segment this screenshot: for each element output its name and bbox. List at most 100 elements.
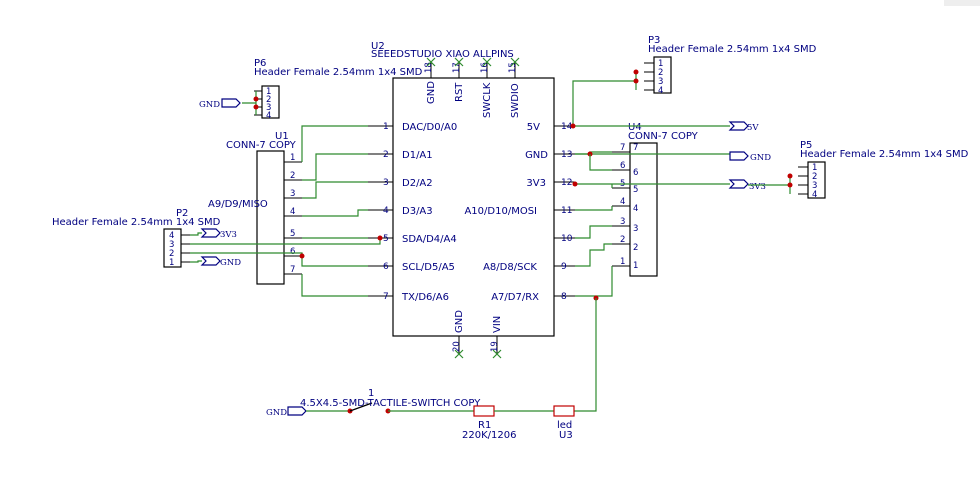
u2-pin-10-num: 10: [561, 234, 573, 244]
u2-pin-18-label: GND: [426, 81, 437, 104]
u4-pin-6: 6: [620, 161, 625, 171]
u4-pin-3: 3: [620, 217, 625, 227]
u2-right-pins: 14 13 12 11 10 9 8 5V GND 3V3 A10/D10/MO…: [464, 122, 575, 303]
u2-pin-8-num: 8: [561, 292, 567, 302]
a9-d9-miso-label: A9/D9/MISO: [208, 199, 268, 210]
u2-pin-4-num: 4: [383, 206, 389, 216]
u4-pin-5-inner: 5: [633, 185, 638, 195]
u4-pin-3-inner: 3: [633, 224, 638, 234]
u4-pin-4-inner: 4: [633, 204, 638, 214]
u2-pin-12-label: 3V3: [526, 178, 546, 189]
u2-pin-9-label: A8/D8/SCK: [483, 262, 537, 273]
p2-pin-2: 2: [169, 249, 174, 259]
led-value: led: [557, 420, 572, 431]
u4-name: CONN-7 COPY: [628, 131, 699, 142]
u2-pin-2-num: 2: [383, 150, 389, 160]
5v-label: 5V: [747, 123, 759, 133]
u2-pin-2-label: D1/A1: [402, 150, 433, 161]
p6-gnd-port: [221, 98, 241, 108]
u2-pin-6-label: SCL/D5/A5: [402, 262, 455, 273]
p6-pin-3: 3: [266, 103, 271, 113]
u2-ref: U2: [371, 41, 385, 52]
p2-3v3-label: 3V3: [220, 230, 237, 240]
u1-pin-5: 5: [290, 229, 295, 239]
p2-pin-3: 3: [169, 240, 174, 250]
p2-gnd-port: [200, 256, 221, 266]
u2-pin-9-num: 9: [561, 262, 567, 272]
r1-ref: R1: [478, 420, 491, 431]
u2-pin-14-num: 14: [561, 122, 573, 132]
u2-pin-5-num: 5: [383, 234, 389, 244]
p5-pin-3: 3: [812, 181, 817, 191]
bottom-circuit: GND 1 4.5X4.5-SMD-TACTILE-SWITCH COPY R1…: [266, 388, 575, 441]
u4-component: U4 CONN-7 COPY 7 6 5 4 3 2 1 7 6 5 4 3 2…: [612, 122, 699, 277]
u4-pin-7-inner: 7: [633, 143, 638, 153]
p2-name: Header Female 2.54mm 1x4 SMD: [52, 217, 221, 228]
p6-pin-4: 4: [266, 111, 271, 121]
p5-pin-1: 1: [812, 163, 817, 173]
u1-component: U1 CONN-7 COPY 1 2 3 4 5 6 7 A9/D9/MISO: [208, 131, 302, 285]
u2-pin-1-num: 1: [383, 122, 389, 132]
u2-pin-1-label: DAC/D0/A0: [402, 122, 457, 133]
gnd-port-right: [729, 151, 749, 161]
3v3-label-right: 3V3: [749, 182, 766, 192]
u2-pin-6-num: 6: [383, 262, 389, 272]
p3-ref: P3: [648, 35, 660, 46]
p6-pin-1: 1: [266, 87, 271, 97]
p5-pin-4: 4: [812, 190, 817, 200]
u2-pin-16-label: SWCLK: [482, 82, 493, 118]
right-wiring: 5V GND 3V3: [570, 121, 771, 412]
u4-body: [629, 142, 658, 277]
u1-pin-7: 7: [290, 265, 295, 275]
u4-pin-2-inner: 2: [633, 243, 638, 253]
u2-top-pins: 18 17 16 15 GND RST SWCLK SWDIO: [424, 57, 521, 118]
u4-pin-2: 2: [620, 235, 625, 245]
u2-pin-18-num: 18: [424, 62, 434, 73]
u4-pin-4: 4: [620, 197, 625, 207]
p5-ref: P5: [800, 140, 812, 151]
3v3-port-right: [728, 179, 749, 189]
u2-pin-15-num: 15: [508, 62, 518, 73]
u2-pin-12-num: 12: [561, 178, 572, 188]
u1-pin-3: 3: [290, 189, 295, 199]
u2-pin-4-label: D3/A3: [402, 206, 433, 217]
u2-pin-20-label: GND: [454, 310, 465, 333]
u2-pin-20-num: 20: [452, 341, 462, 352]
led-ref: U3: [559, 430, 573, 441]
u2-pin-13-label: GND: [525, 150, 548, 161]
p3-pin-4: 4: [658, 86, 663, 96]
u2-name: SEEEDSTUDIO XIAO ALLPINS: [371, 49, 514, 60]
u2-pin-5-label: SDA/D4/A4: [402, 234, 457, 245]
p5-pin-2: 2: [812, 172, 817, 182]
u2-pin-14-label: 5V: [527, 122, 540, 133]
switch-ref: 1: [368, 388, 374, 399]
u1-ref: U1: [275, 131, 289, 142]
u2-pin-7-num: 7: [383, 292, 389, 302]
p3-pin-1: 1: [658, 59, 663, 69]
u2-pin-17-label: RST: [454, 82, 465, 102]
p2-header: P2 Header Female 2.54mm 1x4 SMD 4 3 2 1 …: [52, 208, 241, 268]
r1-value: 220K/1206: [462, 430, 516, 441]
left-wiring: [190, 125, 383, 297]
p6-name: Header Female 2.54mm 1x4 SMD: [254, 67, 423, 78]
p5-name: Header Female 2.54mm 1x4 SMD: [800, 149, 969, 160]
u1-name: CONN-7 COPY: [226, 140, 297, 151]
p6-header: P6 Header Female 2.54mm 1x4 SMD 1 2 3 4 …: [199, 58, 423, 121]
u2-pin-11-num: 11: [561, 206, 572, 216]
u2-pin-8-label: A7/D7/RX: [491, 292, 539, 303]
u4-pin-1: 1: [620, 257, 625, 267]
u2-left-pins: 1 2 3 4 5 6 7 DAC/D0/A0 D1/A1 D2/A2 D3/A…: [368, 122, 457, 303]
u2-pin-3-label: D2/A2: [402, 178, 433, 189]
p3-pin-3: 3: [658, 77, 663, 87]
u4-pin-6-inner: 6: [633, 168, 638, 178]
p3-pin-2: 2: [658, 68, 663, 78]
switch-gnd-label: GND: [266, 408, 287, 418]
switch-name: 4.5X4.5-SMD-TACTILE-SWITCH COPY: [300, 398, 481, 409]
gnd-label-right: GND: [750, 153, 771, 163]
u2-pin-19-num: 19: [490, 341, 500, 352]
u2-bottom-pins: 20 19 GND VIN: [452, 310, 503, 359]
u2-pin-16-num: 16: [480, 62, 490, 73]
u2-pin-3-num: 3: [383, 178, 389, 188]
p2-pin-4: 4: [169, 231, 174, 241]
